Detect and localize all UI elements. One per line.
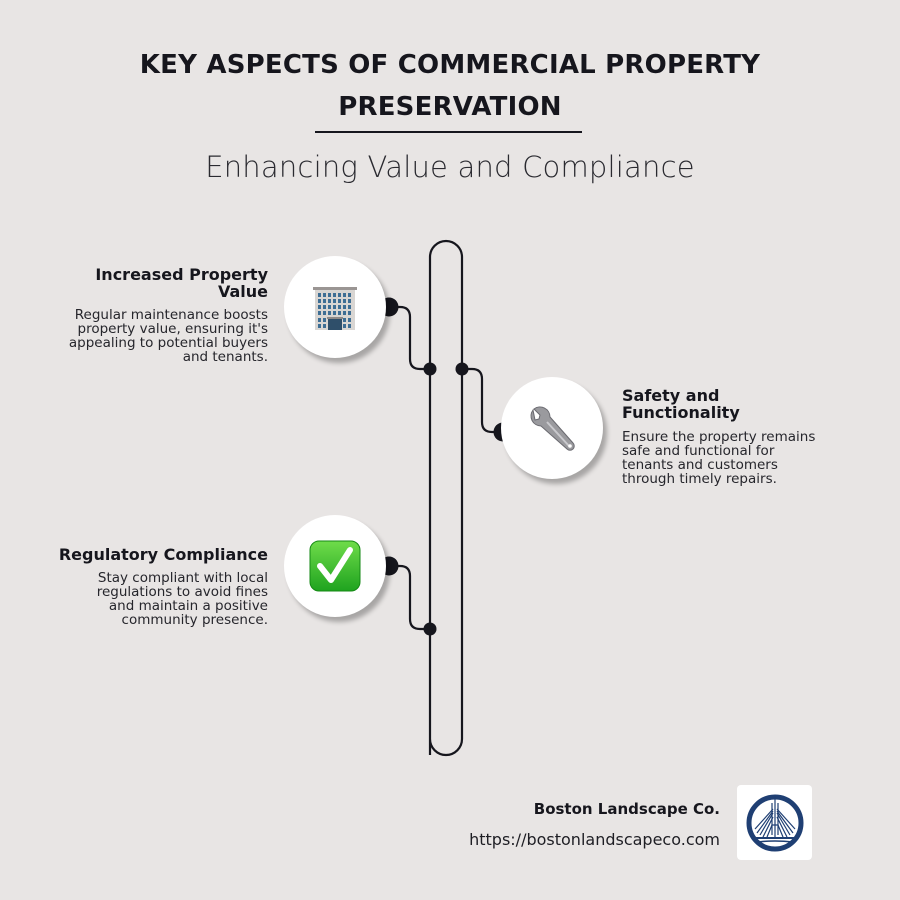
brand-url-link[interactable]: https://bostonlandscapeco.com: [469, 830, 720, 849]
check-mark-button-icon: [309, 540, 361, 592]
title-line-2: PRESERVATION: [338, 92, 562, 122]
title-line-1: KEY ASPECTS OF COMMERCIAL PROPERTY: [139, 50, 761, 80]
title-divider: [315, 131, 582, 133]
wrench-icon: [530, 406, 575, 451]
bridge-logo-icon: [746, 794, 803, 851]
office-building-icon: [313, 287, 357, 330]
brand-name: Boston Landscape Co.: [533, 800, 720, 818]
item-title-safety: Safety and Functionality: [622, 386, 740, 422]
page-subtitle: Enhancing Value and Compliance: [205, 150, 695, 184]
page-title: KEY ASPECTS OF COMMERCIAL PROPERTY PRESE…: [0, 44, 900, 128]
item-icon-circle-property-value: [284, 256, 386, 358]
item-description-compliance: Stay compliant with local regulations to…: [96, 570, 268, 628]
item-description-safety: Ensure the property remains safe and fun…: [622, 429, 816, 487]
item-icon-circle-compliance: [284, 515, 386, 617]
item-description-property-value: Regular maintenance boosts property valu…: [68, 307, 268, 365]
item-title-compliance: Regulatory Compliance: [58, 545, 268, 564]
item-title-property-value: Increased Property Value: [95, 265, 268, 301]
brand-logo: [737, 785, 812, 860]
item-icon-circle-safety: [501, 377, 603, 479]
